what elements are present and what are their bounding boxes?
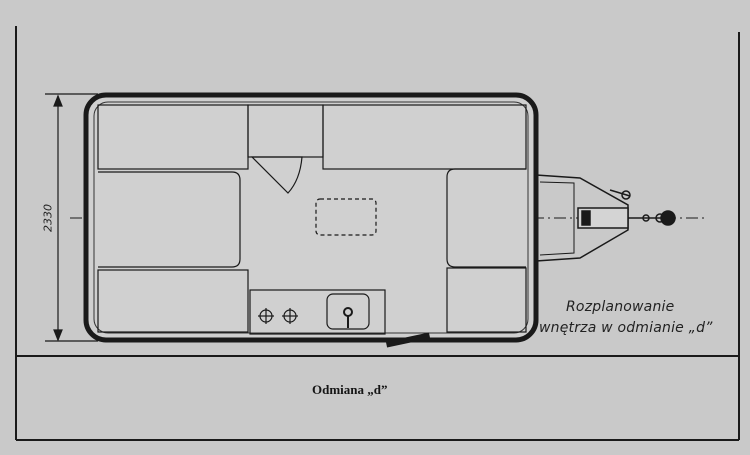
layout-note-line-2: wnętrza w odmianie „d” <box>539 320 713 336</box>
height-dimension-label: 2330 <box>41 204 55 232</box>
cabinet-bottom-right <box>446 267 527 333</box>
layout-note-line-1: Rozplanowanie <box>566 299 675 315</box>
kitchen-counter <box>249 289 386 335</box>
faucet-icon <box>343 307 353 328</box>
stove-burners <box>258 308 298 324</box>
bench-left <box>98 171 241 268</box>
table <box>315 198 377 236</box>
cabinet-top-right <box>322 104 527 170</box>
sink <box>326 293 370 330</box>
height-dimension-line <box>45 93 98 342</box>
door-swing <box>250 156 303 194</box>
drawbar <box>535 174 676 262</box>
bench-right <box>446 168 526 268</box>
page-frame <box>15 26 740 441</box>
figure-caption: Odmiana „d” <box>312 382 388 397</box>
interior-layout <box>97 104 527 335</box>
hitch-ball <box>660 210 676 226</box>
caravan-body <box>83 92 539 343</box>
entry-step <box>385 332 431 348</box>
cabinet-bottom-left <box>97 269 249 333</box>
